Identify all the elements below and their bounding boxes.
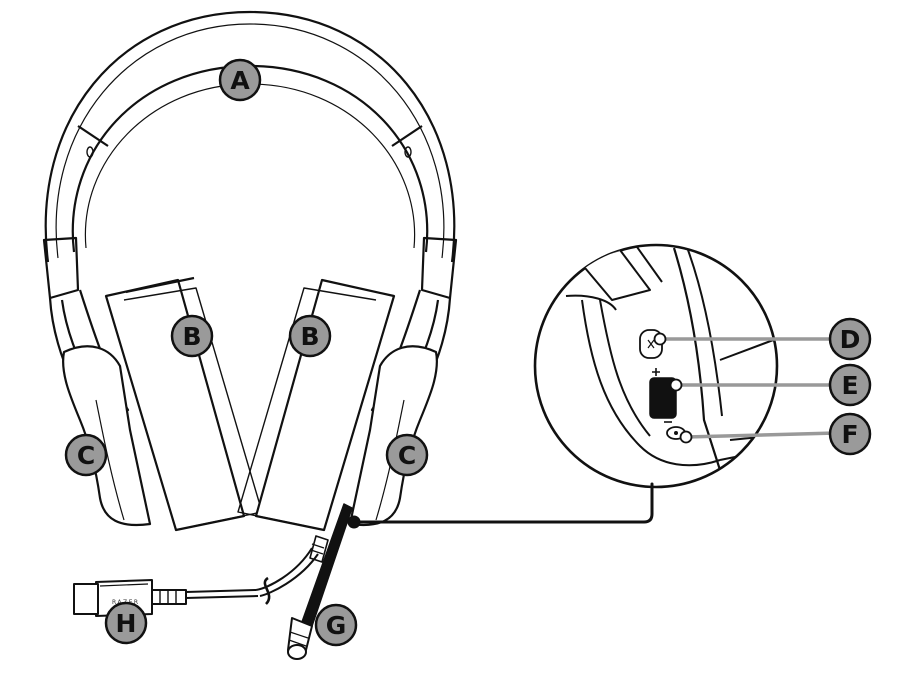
cable-assembly <box>73 547 319 617</box>
callout-c1-label: C <box>77 441 95 470</box>
callout-f: F <box>828 412 872 456</box>
callout-b1-label: B <box>182 322 201 351</box>
leader-lines <box>347 332 838 529</box>
callout-f-label: F <box>841 420 858 449</box>
right-earcup <box>237 278 438 532</box>
detail-magnifier <box>533 243 779 489</box>
callout-b2-label: B <box>300 322 319 351</box>
left-earcup <box>62 276 263 532</box>
callout-g: G <box>314 603 358 647</box>
microphone-boom <box>287 503 353 660</box>
callout-c-right: C <box>385 433 429 477</box>
callout-h-label: H <box>116 609 137 638</box>
callout-e-label: E <box>841 371 858 400</box>
callout-g-label: G <box>326 611 347 640</box>
callout-b-right: B <box>288 314 332 358</box>
callout-a: A <box>218 58 262 102</box>
callout-d-label: D <box>840 325 861 354</box>
callout-b-left: B <box>170 314 214 358</box>
callout-c2-label: C <box>398 441 416 470</box>
callout-d: D <box>828 317 872 361</box>
callout-e: E <box>828 363 872 407</box>
callout-a-label: A <box>230 66 250 95</box>
callout-c-left: C <box>64 433 108 477</box>
callout-h: H <box>104 601 148 645</box>
volume-wheel-icon[interactable] <box>649 368 677 423</box>
